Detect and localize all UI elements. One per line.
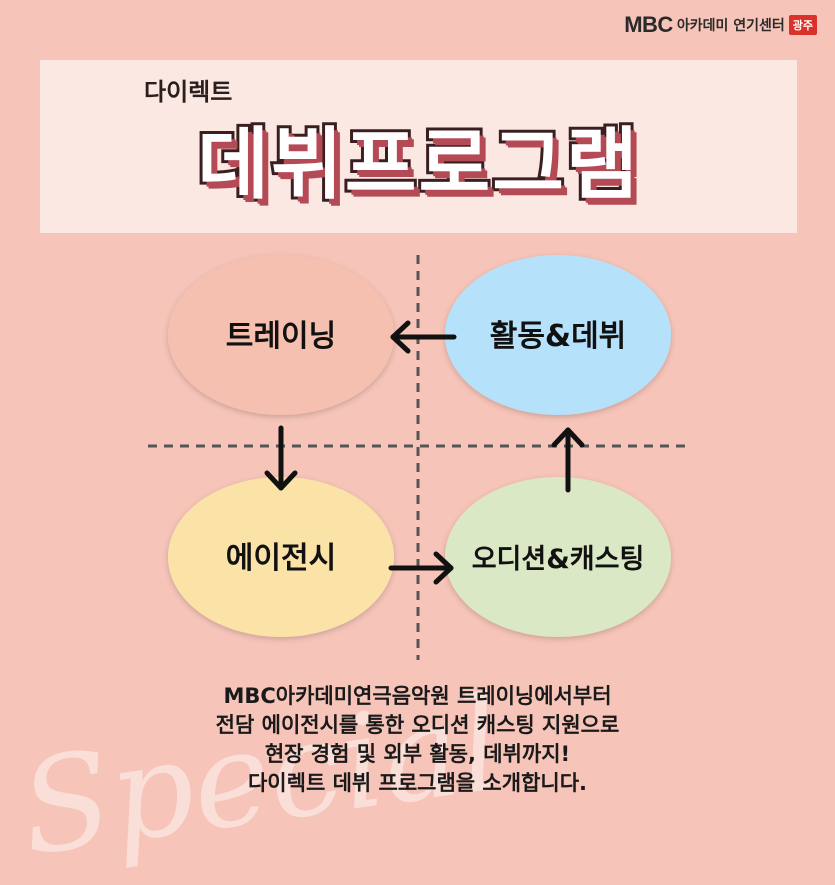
process-diagram: 트레이닝 활동&데뷔 에이전시 오디션&캐스팅 (148, 255, 690, 660)
training-ellipse (168, 255, 394, 415)
logo-region-badge: 광주 (788, 15, 817, 35)
caption-line-4: 다이렉트 데뷔 프로그램을 소개합니다. (247, 771, 588, 795)
caption-line-2: 전담 에이전시를 통한 오디션 캐스팅 지원으로 (215, 713, 620, 737)
arrow-audition-to-debut-icon (551, 427, 585, 493)
title-main: 데뷔프로그램 (194, 117, 641, 213)
title-banner: 다이렉트 데뷔프로그램 (40, 60, 797, 233)
arrow-training-to-agency-icon (264, 425, 298, 491)
arrow-debut-to-training-icon (390, 320, 457, 354)
logo-name: 아카데미 연기센터 (676, 18, 785, 34)
debut-label: 활동&데뷔 (490, 319, 627, 354)
title-subtitle: 다이렉트 (144, 78, 233, 106)
agency-ellipse (168, 477, 394, 637)
audition-ellipse (445, 477, 671, 637)
logo-brand: MBC (624, 12, 673, 37)
audition-label: 오디션&캐스팅 (472, 544, 645, 575)
caption-line-3: 현장 경험 및 외부 활동, 데뷔까지! (264, 742, 571, 766)
debut-ellipse (445, 255, 671, 415)
training-label: 트레이닝 (226, 319, 336, 354)
mbc-academy-logo: MBC 아카데미 연기센터 광주 (624, 12, 817, 38)
arrow-agency-to-audition-icon (388, 551, 454, 585)
caption-line-1: MBC아카데미연극음악원 트레이닝에서부터 (223, 684, 612, 708)
description-caption: MBC아카데미연극음악원 트레이닝에서부터 전담 에이전시를 통한 오디션 캐스… (0, 682, 835, 798)
agency-label: 에이전시 (226, 541, 336, 576)
